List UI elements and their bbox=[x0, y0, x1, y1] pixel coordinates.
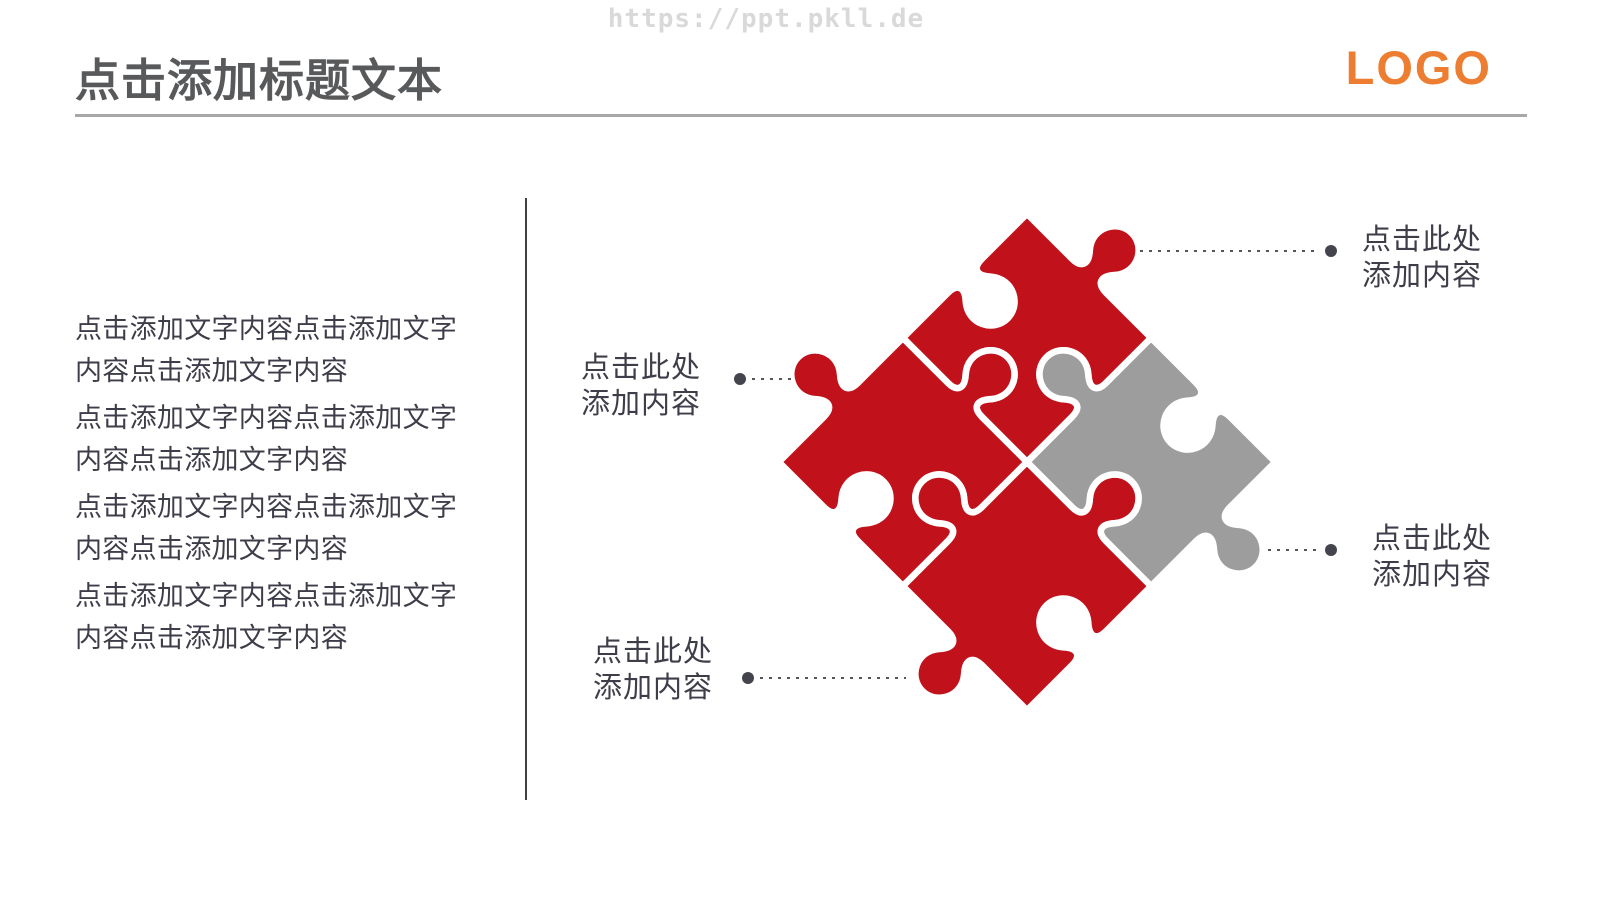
title-underline bbox=[75, 114, 1527, 117]
vertical-divider bbox=[525, 198, 527, 800]
leader-dot-top-right bbox=[1325, 245, 1337, 257]
callout-text-bottom-left[interactable]: 点击此处 添加内容 bbox=[563, 634, 743, 706]
puzzle-group bbox=[775, 210, 1318, 714]
body-paragraph[interactable]: 点击添加文字内容点击添加文字内容点击添加文字内容 bbox=[75, 581, 458, 653]
leader-dot-left bbox=[734, 373, 746, 385]
leader-dot-bottom-right bbox=[1325, 544, 1337, 556]
callout-line: 点击此处 bbox=[580, 352, 701, 384]
callout-line: 点击此处 bbox=[1361, 224, 1482, 256]
callout-line: 添加内容 bbox=[1361, 260, 1482, 292]
callout-line: 添加内容 bbox=[580, 388, 701, 420]
callout-line: 点击此处 bbox=[592, 636, 713, 668]
body-paragraph[interactable]: 点击添加文字内容点击添加文字内容点击添加文字内容 bbox=[75, 314, 458, 386]
body-text-placeholder[interactable]: 点击添加文字内容点击添加文字内容点击添加文字内容 点击添加文字内容点击添加文字内… bbox=[75, 308, 467, 664]
callout-text-top-right[interactable]: 点击此处 添加内容 bbox=[1332, 222, 1512, 294]
callout-line: 添加内容 bbox=[592, 672, 713, 704]
body-paragraph[interactable]: 点击添加文字内容点击添加文字内容点击添加文字内容 bbox=[75, 492, 458, 564]
callout-text-bottom-right[interactable]: 点击此处 添加内容 bbox=[1342, 521, 1522, 593]
puzzle-piece-right[interactable] bbox=[984, 295, 1318, 629]
callout-leader-lines bbox=[752, 250, 1320, 679]
logo-text: LOGO bbox=[1345, 41, 1492, 94]
slide-title-placeholder[interactable]: 点击添加标题文本 bbox=[75, 55, 444, 106]
watermark-url: https://ppt.pkll.de bbox=[607, 4, 925, 34]
callout-line: 添加内容 bbox=[1371, 559, 1492, 591]
callout-line: 点击此处 bbox=[1371, 523, 1492, 555]
callout-text-left[interactable]: 点击此处 添加内容 bbox=[551, 350, 731, 422]
leader-dot-bottom-left bbox=[742, 672, 754, 684]
body-paragraph[interactable]: 点击添加文字内容点击添加文字内容点击添加文字内容 bbox=[75, 403, 458, 475]
callout-dots bbox=[734, 245, 1337, 684]
